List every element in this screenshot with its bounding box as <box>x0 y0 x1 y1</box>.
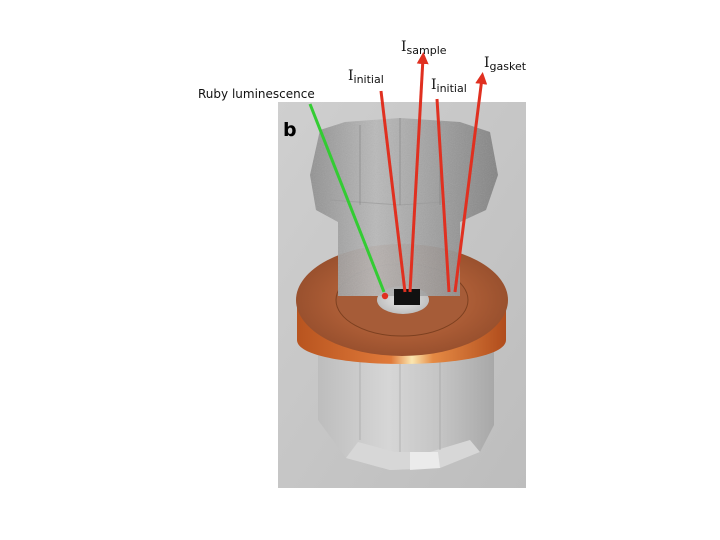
panel-letter: b <box>283 119 297 141</box>
initial-beam-left <box>379 90 407 293</box>
ruby-marker <box>381 292 389 300</box>
initial-beam-right <box>435 98 451 293</box>
sample <box>394 289 420 305</box>
gasket-label: Igasket <box>484 55 527 73</box>
initial-left-label: Iinitial <box>348 68 384 86</box>
sample-beam <box>408 52 429 293</box>
lower-diamond-anvil <box>318 352 494 470</box>
beams <box>308 52 488 293</box>
ruby-luminescence-label: Ruby luminescence <box>198 87 315 101</box>
initial-right-label: Iinitial <box>431 77 467 95</box>
sample-label: Isample <box>401 39 447 57</box>
upper-diamond-anvil <box>310 118 498 296</box>
ruby-luminescence-beam <box>308 103 386 293</box>
gasket-beam <box>453 72 488 293</box>
